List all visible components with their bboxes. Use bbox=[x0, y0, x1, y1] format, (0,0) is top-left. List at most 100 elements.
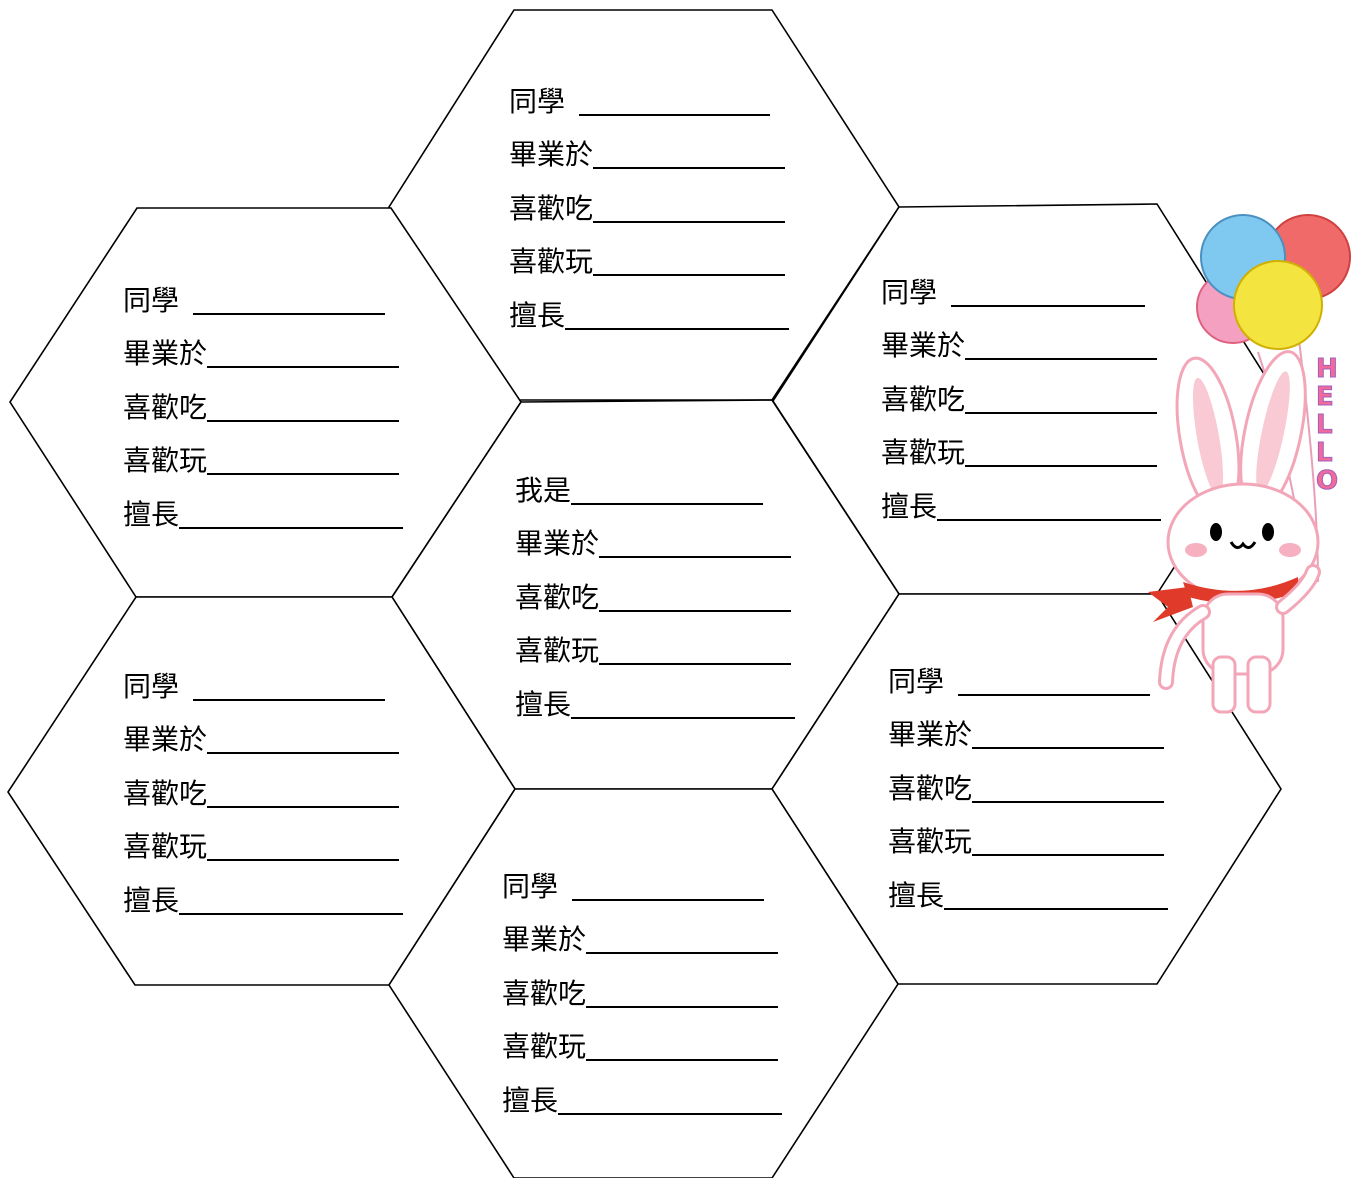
field-label: 擅長 bbox=[515, 687, 572, 721]
form-row: 同學 bbox=[888, 646, 1168, 700]
form-row: 喜歡玩 bbox=[881, 418, 1161, 472]
form-row: 喜歡吃 bbox=[123, 372, 403, 426]
field-label: 喜歡吃 bbox=[888, 771, 973, 805]
form-row: 擅長 bbox=[888, 860, 1169, 914]
blank-line[interactable] bbox=[579, 113, 771, 116]
card-upper-left: 同學畢業於喜歡吃喜歡玩擅長 bbox=[123, 265, 404, 533]
form-row: 我是 bbox=[515, 455, 795, 509]
blank-line[interactable] bbox=[586, 951, 779, 954]
form-row: 擅長 bbox=[123, 865, 404, 919]
form-row: 喜歡玩 bbox=[509, 227, 789, 281]
form-row: 喜歡玩 bbox=[888, 807, 1168, 861]
blank-line[interactable] bbox=[207, 419, 400, 422]
field-label: 畢業於 bbox=[123, 723, 208, 756]
form-row: 擅長 bbox=[123, 479, 404, 533]
field-label: 擅長 bbox=[123, 497, 180, 531]
form-row: 擅長 bbox=[881, 471, 1162, 525]
form-row: 同學 bbox=[123, 265, 403, 319]
blank-line[interactable] bbox=[593, 273, 786, 276]
field-label: 畢業於 bbox=[509, 138, 594, 171]
field-label: 喜歡玩 bbox=[888, 825, 973, 858]
card-lower-left: 同學畢業於喜歡吃喜歡玩擅長 bbox=[123, 651, 404, 919]
blank-line[interactable] bbox=[571, 716, 796, 719]
form-row: 喜歡吃 bbox=[888, 753, 1168, 807]
form-row: 喜歡玩 bbox=[123, 426, 403, 480]
blank-line[interactable] bbox=[972, 746, 1165, 749]
blank-line[interactable] bbox=[193, 698, 386, 701]
card-top: 同學畢業於喜歡吃喜歡玩擅長 bbox=[509, 66, 790, 334]
form-row: 喜歡玩 bbox=[502, 1012, 782, 1066]
blank-line[interactable] bbox=[951, 304, 1146, 307]
blank-line[interactable] bbox=[572, 898, 765, 901]
blank-line[interactable] bbox=[565, 327, 790, 330]
field-label: 喜歡吃 bbox=[509, 191, 594, 225]
field-label: 我是 bbox=[515, 473, 572, 507]
blank-line[interactable] bbox=[944, 907, 1169, 910]
form-row: 喜歡吃 bbox=[515, 562, 795, 616]
field-label: 喜歡玩 bbox=[123, 830, 208, 863]
form-row: 同學 bbox=[509, 66, 789, 120]
form-row: 喜歡吃 bbox=[502, 958, 782, 1012]
blank-line[interactable] bbox=[207, 472, 400, 475]
blank-line[interactable] bbox=[586, 1005, 779, 1008]
card-lower-right: 同學畢業於喜歡吃喜歡玩擅長 bbox=[888, 646, 1169, 914]
blank-line[interactable] bbox=[571, 502, 764, 505]
field-label: 同學 bbox=[509, 84, 566, 118]
blank-line[interactable] bbox=[179, 526, 404, 529]
form-row: 畢業於 bbox=[509, 120, 789, 174]
form-row: 同學 bbox=[881, 257, 1161, 311]
form-row: 喜歡吃 bbox=[123, 758, 403, 812]
blank-line[interactable] bbox=[599, 609, 792, 612]
blank-line[interactable] bbox=[965, 357, 1158, 360]
card-center: 我是畢業於喜歡吃喜歡玩擅長 bbox=[515, 455, 796, 723]
field-label: 同學 bbox=[502, 869, 559, 903]
blank-line[interactable] bbox=[586, 1058, 779, 1061]
form-row: 喜歡吃 bbox=[881, 364, 1161, 418]
field-label: 擅長 bbox=[881, 489, 938, 523]
blank-line[interactable] bbox=[599, 555, 792, 558]
form-row: 擅長 bbox=[509, 280, 790, 334]
field-label: 喜歡玩 bbox=[881, 436, 966, 469]
blank-line[interactable] bbox=[593, 166, 786, 169]
field-label: 畢業於 bbox=[515, 527, 600, 560]
blank-line[interactable] bbox=[972, 800, 1165, 803]
field-label: 喜歡玩 bbox=[509, 245, 594, 278]
field-label: 喜歡吃 bbox=[881, 382, 966, 416]
blank-line[interactable] bbox=[593, 220, 786, 223]
blank-line[interactable] bbox=[207, 365, 400, 368]
blank-line[interactable] bbox=[965, 464, 1158, 467]
field-label: 同學 bbox=[123, 283, 180, 317]
blank-line[interactable] bbox=[207, 858, 400, 861]
form-row: 畢業於 bbox=[123, 319, 403, 373]
blank-line[interactable] bbox=[558, 1112, 783, 1115]
field-label: 同學 bbox=[881, 275, 938, 309]
blank-line[interactable] bbox=[972, 853, 1165, 856]
field-label: 喜歡吃 bbox=[502, 976, 587, 1010]
blank-line[interactable] bbox=[958, 693, 1151, 696]
blank-line[interactable] bbox=[937, 518, 1162, 521]
blank-line[interactable] bbox=[207, 805, 400, 808]
field-label: 喜歡吃 bbox=[515, 580, 600, 614]
form-row: 畢業於 bbox=[881, 311, 1161, 365]
blank-line[interactable] bbox=[193, 312, 386, 315]
form-row: 喜歡玩 bbox=[515, 616, 795, 670]
field-label: 喜歡玩 bbox=[515, 634, 600, 667]
balloon-yellow-icon bbox=[1233, 260, 1323, 350]
field-label: 畢業於 bbox=[123, 337, 208, 370]
blank-line[interactable] bbox=[599, 662, 792, 665]
form-row: 喜歡吃 bbox=[509, 173, 789, 227]
field-label: 擅長 bbox=[123, 883, 180, 917]
field-label: 喜歡玩 bbox=[123, 444, 208, 477]
blank-line[interactable] bbox=[179, 912, 404, 915]
blank-line[interactable] bbox=[207, 751, 400, 754]
form-row: 擅長 bbox=[502, 1065, 783, 1119]
field-label: 畢業於 bbox=[881, 329, 966, 362]
field-label: 同學 bbox=[123, 669, 180, 703]
field-label: 同學 bbox=[888, 664, 945, 698]
field-label: 擅長 bbox=[502, 1083, 559, 1117]
field-label: 擅長 bbox=[888, 878, 945, 912]
blank-line[interactable] bbox=[965, 411, 1158, 414]
